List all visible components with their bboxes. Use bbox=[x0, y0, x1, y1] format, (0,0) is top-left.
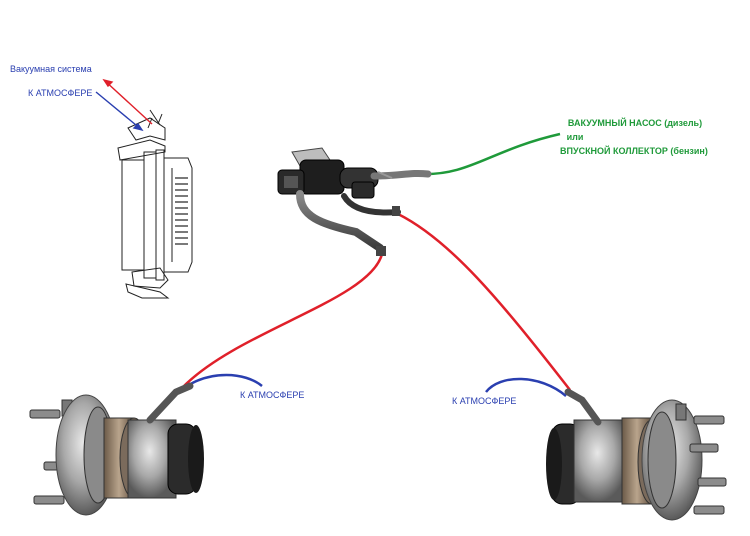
actuator-arrows bbox=[95, 78, 153, 132]
vacuum-line-left bbox=[183, 253, 384, 387]
pump-label-line3: ВПУСКНОЙ КОЛЛЕКТОР (бензин) bbox=[560, 146, 708, 156]
vacuum-system-label: Вакуумная система bbox=[10, 64, 92, 74]
wheel-hub-left bbox=[29, 382, 204, 516]
pump-line bbox=[419, 132, 561, 176]
actuator-ribs bbox=[175, 177, 188, 245]
wheel-hub-right bbox=[546, 388, 727, 521]
vacuum-line-right bbox=[397, 212, 571, 391]
to-atmosphere-right-label: К АТМОСФЕРЕ bbox=[452, 396, 517, 406]
vacuum-solenoid-valve bbox=[277, 147, 432, 256]
pump-label-line1: ВАКУУМНЫЙ НАСОС (дизель) bbox=[567, 118, 703, 128]
pump-label-line2: или bbox=[566, 132, 584, 142]
to-atmosphere-left-label: К АТМОСФЕРЕ bbox=[240, 390, 305, 400]
atmosphere-line-right bbox=[485, 377, 567, 397]
actuator-line-drawing bbox=[117, 109, 193, 299]
to-atmosphere-top-label: К АТМОСФЕРЕ bbox=[28, 88, 93, 98]
